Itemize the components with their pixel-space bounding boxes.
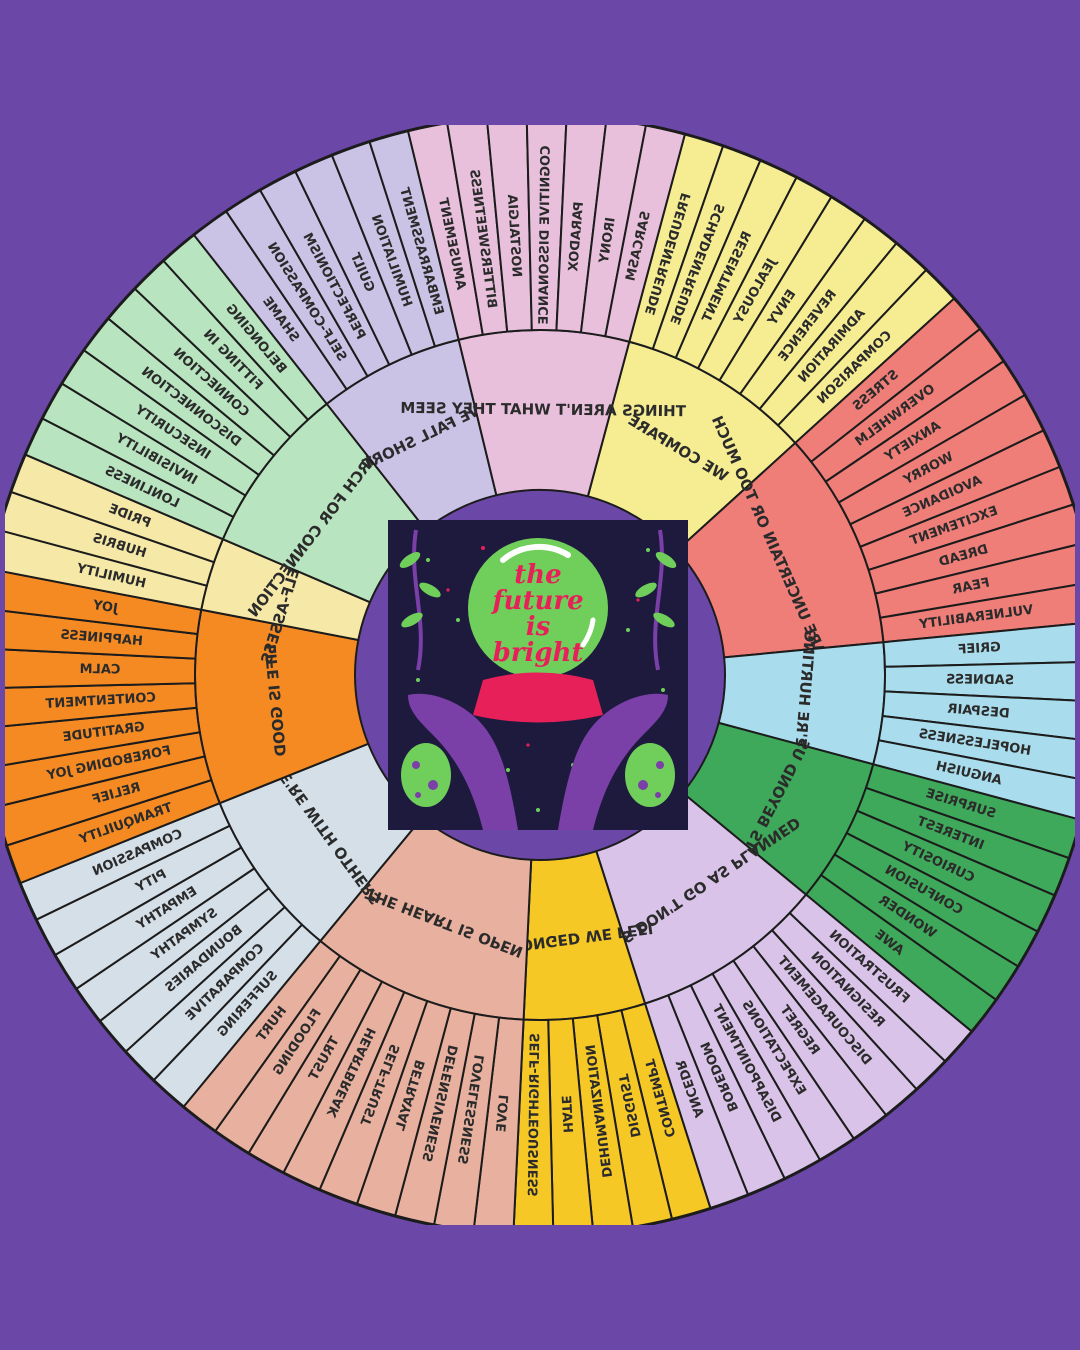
emotion-label: NOSTALGIA: [504, 194, 524, 278]
emotion-label: CALM: [80, 662, 121, 677]
emotion-label: IRONY: [597, 216, 619, 265]
emotion-label: COGNITIVE DISSONANCE: [537, 145, 554, 324]
emotion-label: DESPAIR: [947, 702, 1010, 722]
tagline-word: bright: [492, 638, 584, 668]
emotion-label: CONTENTMENT: [45, 690, 156, 712]
crystal-ball-icon: [468, 538, 608, 678]
crystal-ball-illustration: [388, 520, 688, 830]
core-emotion-label: THINGS AREN'T WHAT THEY SEEM: [400, 399, 686, 420]
tagline-word: the: [514, 560, 562, 590]
leaf-icon: [399, 529, 677, 671]
future-is-bright-sticker: the future is bright: [388, 520, 688, 830]
emotion-label: PARADOX: [566, 201, 587, 272]
emotion-label: HAPPINESS: [60, 627, 144, 649]
emotion-label: HATE: [558, 1095, 575, 1134]
emotion-label: FEAR: [951, 575, 991, 597]
tagline-word: is: [525, 612, 551, 642]
emotion-label: SELF-RIGHTEOUSNESS: [526, 1033, 543, 1197]
tagline-word: future: [492, 586, 584, 616]
emotion-label: SADNESS: [946, 672, 1014, 688]
cat-icon: [401, 743, 675, 807]
hands-icon: [408, 693, 668, 830]
emotion-label: GRIEF: [957, 640, 1001, 658]
emotion-label: JOY: [91, 598, 119, 617]
emotion-label: LOVE: [494, 1094, 512, 1133]
